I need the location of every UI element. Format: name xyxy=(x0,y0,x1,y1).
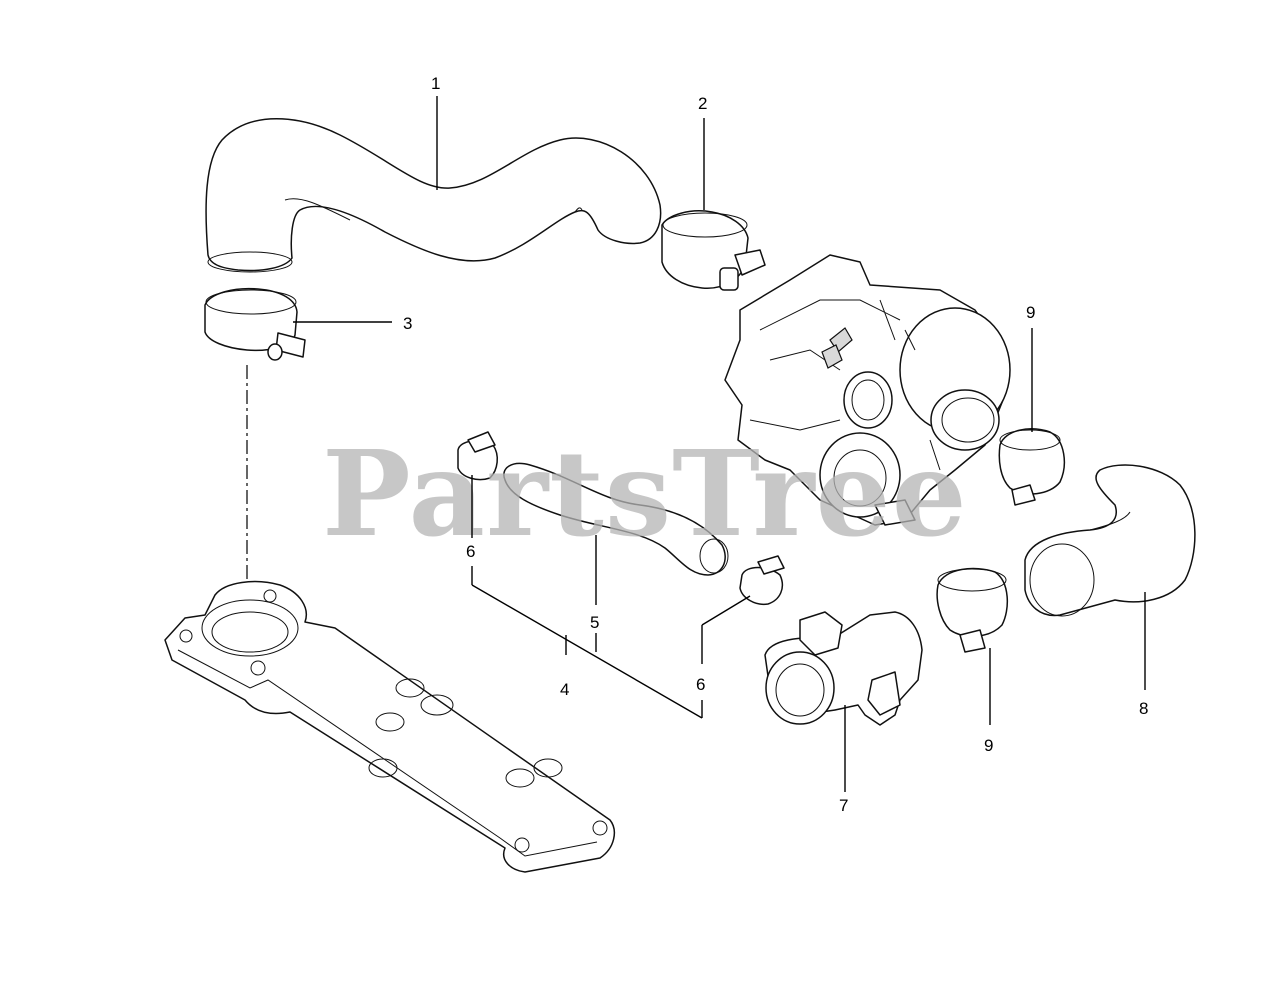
part-9-clamp-upper xyxy=(998,428,1066,506)
intake-manifold-plate xyxy=(164,580,616,873)
part-7-tee-fitting xyxy=(764,611,923,726)
callout-5: 5 xyxy=(590,613,599,632)
leader-lines xyxy=(293,96,1146,792)
callout-3: 3 xyxy=(403,314,412,333)
watermark-text: PartsTree xyxy=(322,424,968,563)
callout-9-lower: 9 xyxy=(984,736,993,755)
turbocharger-assembly xyxy=(724,254,1011,526)
part-1-intake-hose xyxy=(205,118,662,273)
callout-8: 8 xyxy=(1139,699,1148,718)
callout-6-left: 6 xyxy=(466,542,475,561)
part-5-small-hose xyxy=(503,462,729,576)
callout-1: 1 xyxy=(431,74,440,93)
part-9-clamp-lower xyxy=(936,567,1009,653)
callout-2: 2 xyxy=(698,94,707,113)
part-8-elbow-hose xyxy=(1024,464,1196,617)
part-6-small-clamp-lower xyxy=(739,555,785,606)
part-3-hose-clamp xyxy=(204,287,306,361)
part-6-small-clamp-upper xyxy=(457,431,498,481)
callout-9-upper: 9 xyxy=(1026,303,1035,322)
part-2-hose-clamp xyxy=(661,210,766,291)
callout-6-right: 6 xyxy=(696,675,705,694)
callout-4: 4 xyxy=(560,680,569,699)
callout-7: 7 xyxy=(839,796,848,815)
